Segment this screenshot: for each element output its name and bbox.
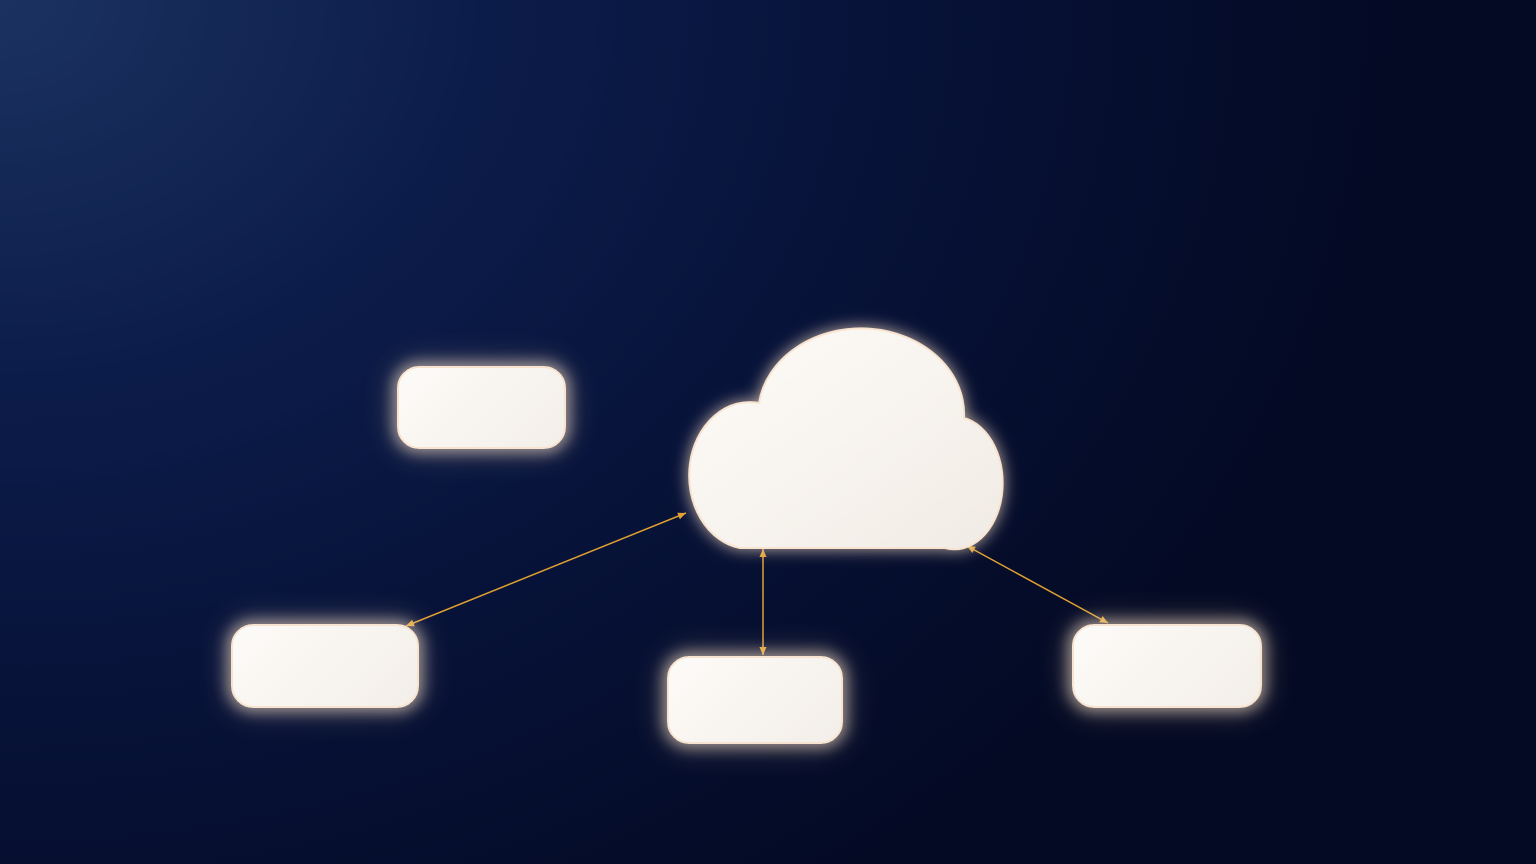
connector-cloud-bottom-right (966, 545, 1109, 624)
node-bottom-center[interactable] (667, 656, 843, 744)
node-bottom-left[interactable] (231, 624, 419, 708)
connector-cloud-bottom-left (405, 512, 687, 627)
node-top-left[interactable] (397, 366, 566, 449)
node-bottom-right[interactable] (1072, 624, 1262, 708)
cloud-icon (688, 327, 1004, 551)
